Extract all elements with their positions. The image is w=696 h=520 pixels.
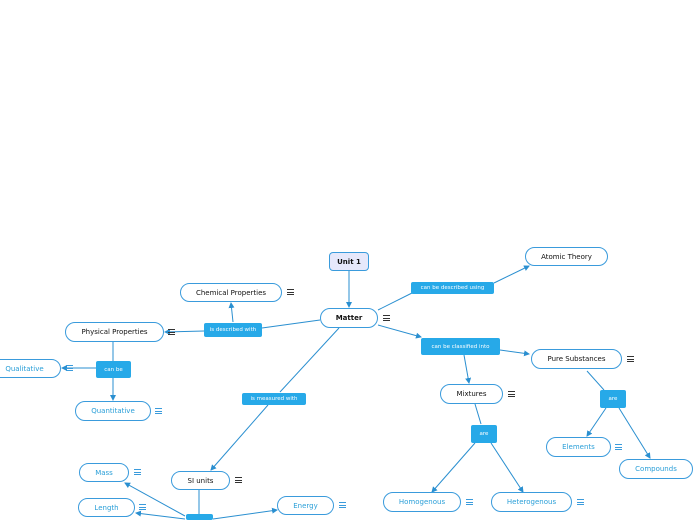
node-mixtures[interactable]: Mixtures [440, 384, 503, 404]
notes-icon[interactable] [383, 315, 390, 321]
node-heterogenous[interactable]: Heterogenous [491, 492, 572, 512]
node-unit-1[interactable]: Unit 1 [329, 252, 369, 271]
node-homogenous[interactable]: Homogenous [383, 492, 461, 512]
node-quantitative[interactable]: Quantitative [75, 401, 151, 421]
link-si-units-hub[interactable] [186, 514, 213, 520]
edge-pure-are [586, 370, 605, 391]
notes-icon[interactable] [339, 502, 346, 508]
node-pure-substances[interactable]: Pure Substances [531, 349, 622, 369]
edge-describedusing-atomic [493, 265, 530, 284]
edge-hub-mass [124, 482, 186, 517]
node-si-units[interactable]: SI units [171, 471, 230, 490]
edge-mixtures-are [474, 403, 482, 425]
notes-icon[interactable] [66, 365, 73, 371]
link-can-be-classified-into[interactable]: can be classified into [421, 338, 500, 355]
edge-are-elements [586, 407, 607, 437]
notes-icon[interactable] [168, 329, 175, 335]
link-is-described-with[interactable]: is described with [204, 323, 262, 337]
link-can-be[interactable]: can be [96, 361, 131, 378]
node-energy[interactable]: Energy [277, 496, 334, 515]
edge-classified-mixtures [463, 354, 472, 384]
edge-are-compounds [618, 407, 651, 459]
link-are-pure-substances[interactable]: are [600, 390, 626, 408]
edge-hub-energy [212, 507, 278, 520]
notes-icon[interactable] [134, 469, 141, 475]
node-qualitative[interactable]: Qualitative [0, 359, 61, 378]
node-matter[interactable]: Matter [320, 308, 378, 328]
notes-icon[interactable] [577, 499, 584, 505]
edge-matter-describedusing [377, 292, 413, 311]
notes-icon[interactable] [615, 444, 622, 450]
edge-describedwith-chemical [228, 302, 235, 323]
edge-measured-siunits [210, 404, 269, 471]
notes-icon[interactable] [627, 356, 634, 362]
node-compounds[interactable]: Compounds [619, 459, 693, 479]
edge-are-heterogenous [490, 442, 524, 493]
notes-icon[interactable] [155, 408, 162, 414]
link-can-be-described-using[interactable]: can be described using [411, 282, 494, 294]
notes-icon[interactable] [139, 504, 146, 510]
node-atomic-theory[interactable]: Atomic Theory [525, 247, 608, 266]
node-elements[interactable]: Elements [546, 437, 611, 457]
notes-icon[interactable] [287, 289, 294, 295]
edge-matter-measured [279, 327, 340, 393]
edge-matter-classified [377, 324, 422, 339]
edge-hub-length [135, 510, 186, 520]
notes-icon[interactable] [466, 499, 473, 505]
notes-icon[interactable] [235, 477, 242, 483]
node-chemical-properties[interactable]: Chemical Properties [180, 283, 282, 302]
node-mass[interactable]: Mass [79, 463, 129, 482]
node-length[interactable]: Length [78, 498, 135, 517]
link-is-measured-with[interactable]: is measured with [242, 393, 306, 405]
notes-icon[interactable] [508, 391, 515, 397]
edge-matter-describedwith [261, 319, 321, 329]
edge-are-homogenous [431, 442, 476, 493]
link-are-mixtures[interactable]: are [471, 425, 497, 443]
node-physical-properties[interactable]: Physical Properties [65, 322, 164, 342]
edge-classified-pure [499, 349, 530, 357]
